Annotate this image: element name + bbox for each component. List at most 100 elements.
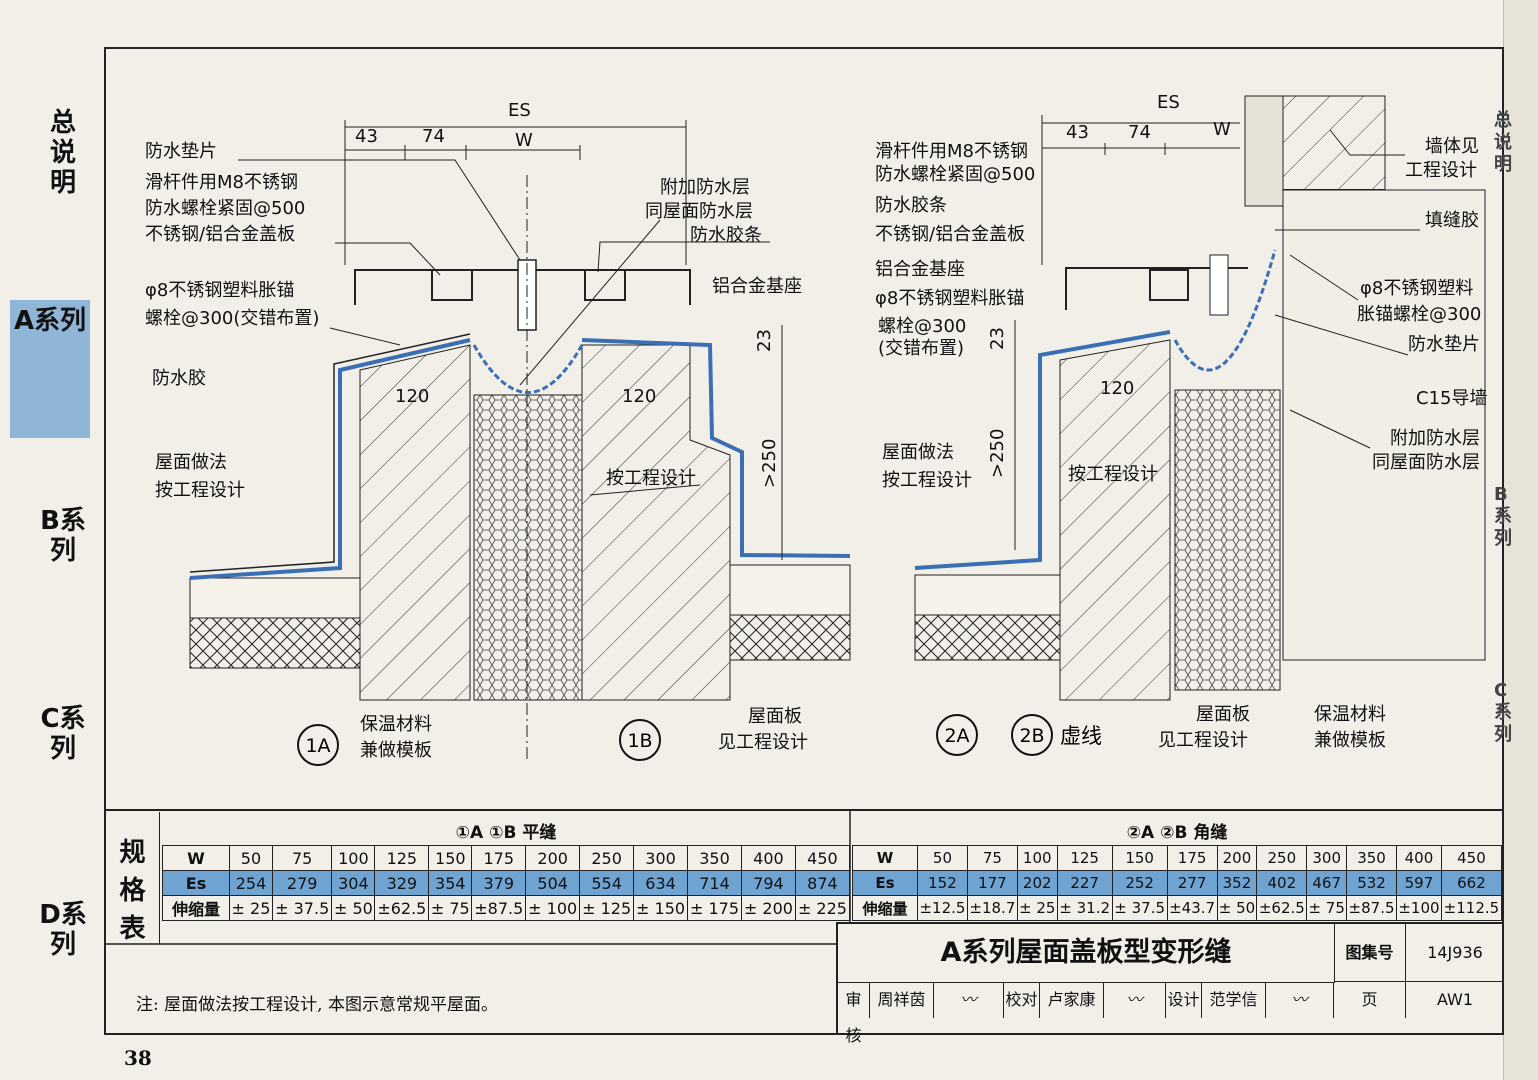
dim-w-2: W [1213, 119, 1231, 140]
label-insul1-2: 保温材料 [1314, 704, 1386, 725]
dim-23-1: 23 [754, 329, 775, 352]
tag-2b: 2B [1019, 725, 1044, 747]
check-label: 校对 [1004, 982, 1040, 1018]
label-wall2-2: 工程设计 [1405, 160, 1477, 181]
dim-120-2: 120 [1100, 378, 1134, 399]
table-row: 伸缩量 ± 25± 37.5± 50±62.5± 75±87.5± 100± 1… [162, 895, 851, 921]
right-tab-b: B系列 [1494, 484, 1512, 549]
label-extra2-1: 同屋面防水层 [645, 201, 753, 222]
dim-23-2: 23 [987, 327, 1008, 350]
page-code: AW1 [1436, 990, 1474, 1009]
label-slab1-1: 屋面板 [748, 706, 802, 727]
label-gasket-2: 防水垫片 [1408, 334, 1480, 355]
label-anchor3-2: (交错布置) [878, 338, 964, 359]
right-tab-c: C系列 [1494, 680, 1512, 745]
label-c15-2: C15导墙 [1416, 388, 1487, 409]
check-signature: 〰 [1104, 982, 1166, 1018]
label-dashed-2: 虚线 [1060, 724, 1102, 748]
label-base-1: 铝合金基座 [712, 276, 802, 297]
design-signature: 〰 [1266, 982, 1334, 1018]
sidebar-item-a-series[interactable]: A系列 [10, 300, 90, 438]
review-label: 审核 [838, 982, 870, 1045]
label-slide1-1: 滑杆件用M8不锈钢 [145, 172, 298, 193]
label-filler-2: 填缝胶 [1425, 210, 1479, 231]
dim-120b-1: 120 [622, 386, 656, 407]
detail-2: ES 43 74 W 120 23 >250 滑杆件用M8不锈钢 防水螺栓紧固@… [875, 92, 1487, 756]
label-anchor1-1: φ8不锈钢塑料胀锚 [145, 280, 294, 301]
label-roof2-2: 按工程设计 [882, 470, 972, 491]
atlas-number: 14J936 [1406, 924, 1504, 982]
title-block: A系列屋面盖板型变形缝 图集号 14J936 审核 周祥茵 〰 校对 卢家康 〰… [836, 922, 1504, 1045]
tag-1a: 1A [305, 735, 330, 757]
label-cover-1: 不锈钢/铝合金盖板 [145, 224, 295, 245]
label-extra1-1: 附加防水层 [660, 177, 750, 198]
dim-250-1: >250 [759, 439, 780, 488]
page-number: 38 [124, 1046, 152, 1070]
label-wall1-2: 墙体见 [1425, 136, 1479, 157]
label-slide2-2: 防水螺栓紧固@500 [875, 164, 1035, 185]
label-ranchor1-2: φ8不锈钢塑料 [1360, 278, 1473, 299]
check-name: 卢家康 [1040, 982, 1104, 1018]
table-row: 伸缩量 ±12.5±18.7± 25± 31.2± 37.5±43.7± 50±… [852, 895, 1503, 921]
label-gasket-1: 防水垫片 [145, 141, 217, 162]
tag-1b: 1B [627, 730, 652, 752]
label-sealant-1: 防水胶 [152, 368, 206, 389]
label-slab1-2: 屋面板 [1196, 704, 1250, 725]
label-design-2: 按工程设计 [1068, 464, 1158, 485]
label-roof1-1: 屋面做法 [155, 452, 227, 473]
dim-w-1: W [515, 130, 533, 151]
spec-left-title: ①A ①B 平缝 [455, 823, 557, 843]
dim-43-1: 43 [355, 126, 378, 147]
dim-es-1: ES [508, 100, 531, 121]
review-signature: 〰 [934, 982, 1004, 1018]
label-anchor2-1: 螺栓@300(交错布置) [145, 308, 319, 329]
label-cover-2: 不锈钢/铝合金盖板 [875, 224, 1025, 245]
spec-right-title: ②A ②B 角缝 [1126, 823, 1228, 843]
drawing-note: 注: 屋面做法按工程设计, 本图示意常规平屋面。 [136, 995, 498, 1015]
sidebar-item-b-series[interactable]: B系列 [40, 506, 86, 566]
label-slide1-2: 滑杆件用M8不锈钢 [875, 141, 1028, 162]
dim-250-2: >250 [987, 429, 1008, 478]
right-tab-general: 总说明 [1494, 110, 1512, 175]
dim-74-1: 74 [422, 126, 445, 147]
page-label: 页 [1334, 982, 1406, 1018]
label-anchor2-2: 螺栓@300 [878, 316, 966, 337]
label-slab2-2: 见工程设计 [1158, 730, 1248, 751]
label-design-1: 按工程设计 [606, 468, 696, 489]
label-extra1-2: 附加防水层 [1390, 428, 1480, 449]
design-label: 设计 [1166, 982, 1202, 1018]
label-roof1-2: 屋面做法 [882, 442, 954, 463]
sidebar-item-general[interactable]: 总说明 [49, 108, 76, 198]
label-anchor1-2: φ8不锈钢塑料胀锚 [875, 288, 1024, 309]
drawing-frame [104, 47, 1504, 1035]
label-strip-1: 防水胶条 [690, 225, 762, 246]
spec-table-label: 规 格 表 [106, 812, 160, 944]
label-insul2-2: 兼做模板 [1314, 730, 1386, 751]
dim-43-2: 43 [1066, 122, 1089, 143]
label-slab2-1: 见工程设计 [718, 732, 808, 753]
label-insul2-1: 兼做模板 [360, 740, 432, 761]
sidebar-item-c-series[interactable]: C系列 [40, 704, 86, 764]
design-name: 范学信 [1202, 982, 1266, 1018]
label-ranchor2-2: 胀锚螺栓@300 [1357, 304, 1481, 325]
atlas-label: 图集号 [1334, 924, 1406, 982]
review-name: 周祥茵 [870, 982, 934, 1018]
dim-74-2: 74 [1128, 122, 1151, 143]
label-base-2: 铝合金基座 [875, 259, 965, 280]
dim-es-2: ES [1157, 92, 1180, 113]
sidebar-item-d-series[interactable]: D系列 [39, 900, 87, 960]
label-roof2-1: 按工程设计 [155, 480, 245, 501]
detail-1: ES 43 74 W 120 120 23 >250 防水垫片 滑杆件用M8不锈… [145, 100, 851, 766]
label-slide2-1: 防水螺栓紧固@500 [145, 198, 305, 219]
dim-120a-1: 120 [395, 386, 429, 407]
page-title: A系列屋面盖板型变形缝 [838, 924, 1335, 983]
label-strip-2: 防水胶条 [875, 195, 947, 216]
label-insul1-1: 保温材料 [360, 714, 432, 735]
